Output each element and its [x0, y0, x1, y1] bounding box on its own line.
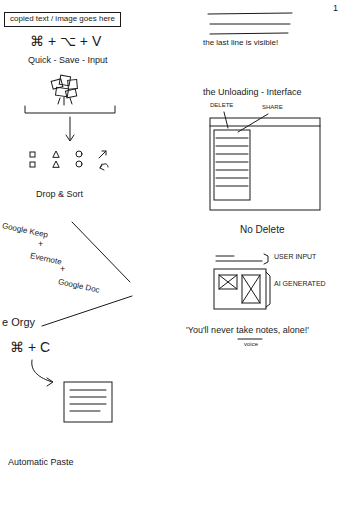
sketch-label: e Orgy	[2, 316, 35, 328]
sketch-label: the Unloading - Interface	[203, 88, 302, 98]
input-box: copied text / image goes here	[4, 12, 121, 27]
sketch-label: USER INPUT	[274, 253, 316, 261]
sketch-label: AI GENERATED	[274, 280, 326, 288]
curved-arrow	[32, 360, 53, 386]
interface-window	[210, 112, 320, 210]
sketch-label: Drop & Sort	[36, 190, 83, 200]
icon-cluster	[51, 75, 77, 105]
sketch-label: the last line is visible!	[203, 39, 278, 48]
sketch-label: Quick - Save - Input	[28, 56, 108, 66]
sketch-label: DELETE	[210, 102, 233, 109]
sketch-label: ⌘ + ⌥ + V	[30, 34, 101, 49]
bracket	[25, 106, 115, 113]
sketch-label: +	[38, 240, 43, 250]
text-lines	[208, 13, 292, 34]
sketch-label: Automatic Paste	[8, 458, 74, 468]
box-text: copied text / image goes here	[10, 15, 115, 24]
sorted-shapes	[30, 151, 108, 170]
sketch-label: Evernote	[29, 252, 62, 267]
sketch-label: SHARE	[262, 104, 283, 111]
ai-sketch	[214, 254, 270, 309]
sketch-label: 'You'll never take notes, alone!'	[186, 326, 309, 336]
band-line	[72, 222, 130, 282]
band-line	[42, 296, 132, 326]
sketch-label: 1	[333, 4, 338, 14]
sketch-label: +	[60, 265, 65, 275]
sketch-label: ⌘ + C	[10, 340, 50, 355]
down-arrow	[66, 117, 74, 141]
sketch-label: No Delete	[240, 224, 284, 235]
sketch-label: Google Keep	[1, 222, 49, 240]
document-sketch	[64, 382, 112, 422]
underline	[238, 339, 262, 340]
sketch-label: voice	[244, 341, 258, 348]
sketch-label: Google Doc	[57, 278, 100, 295]
